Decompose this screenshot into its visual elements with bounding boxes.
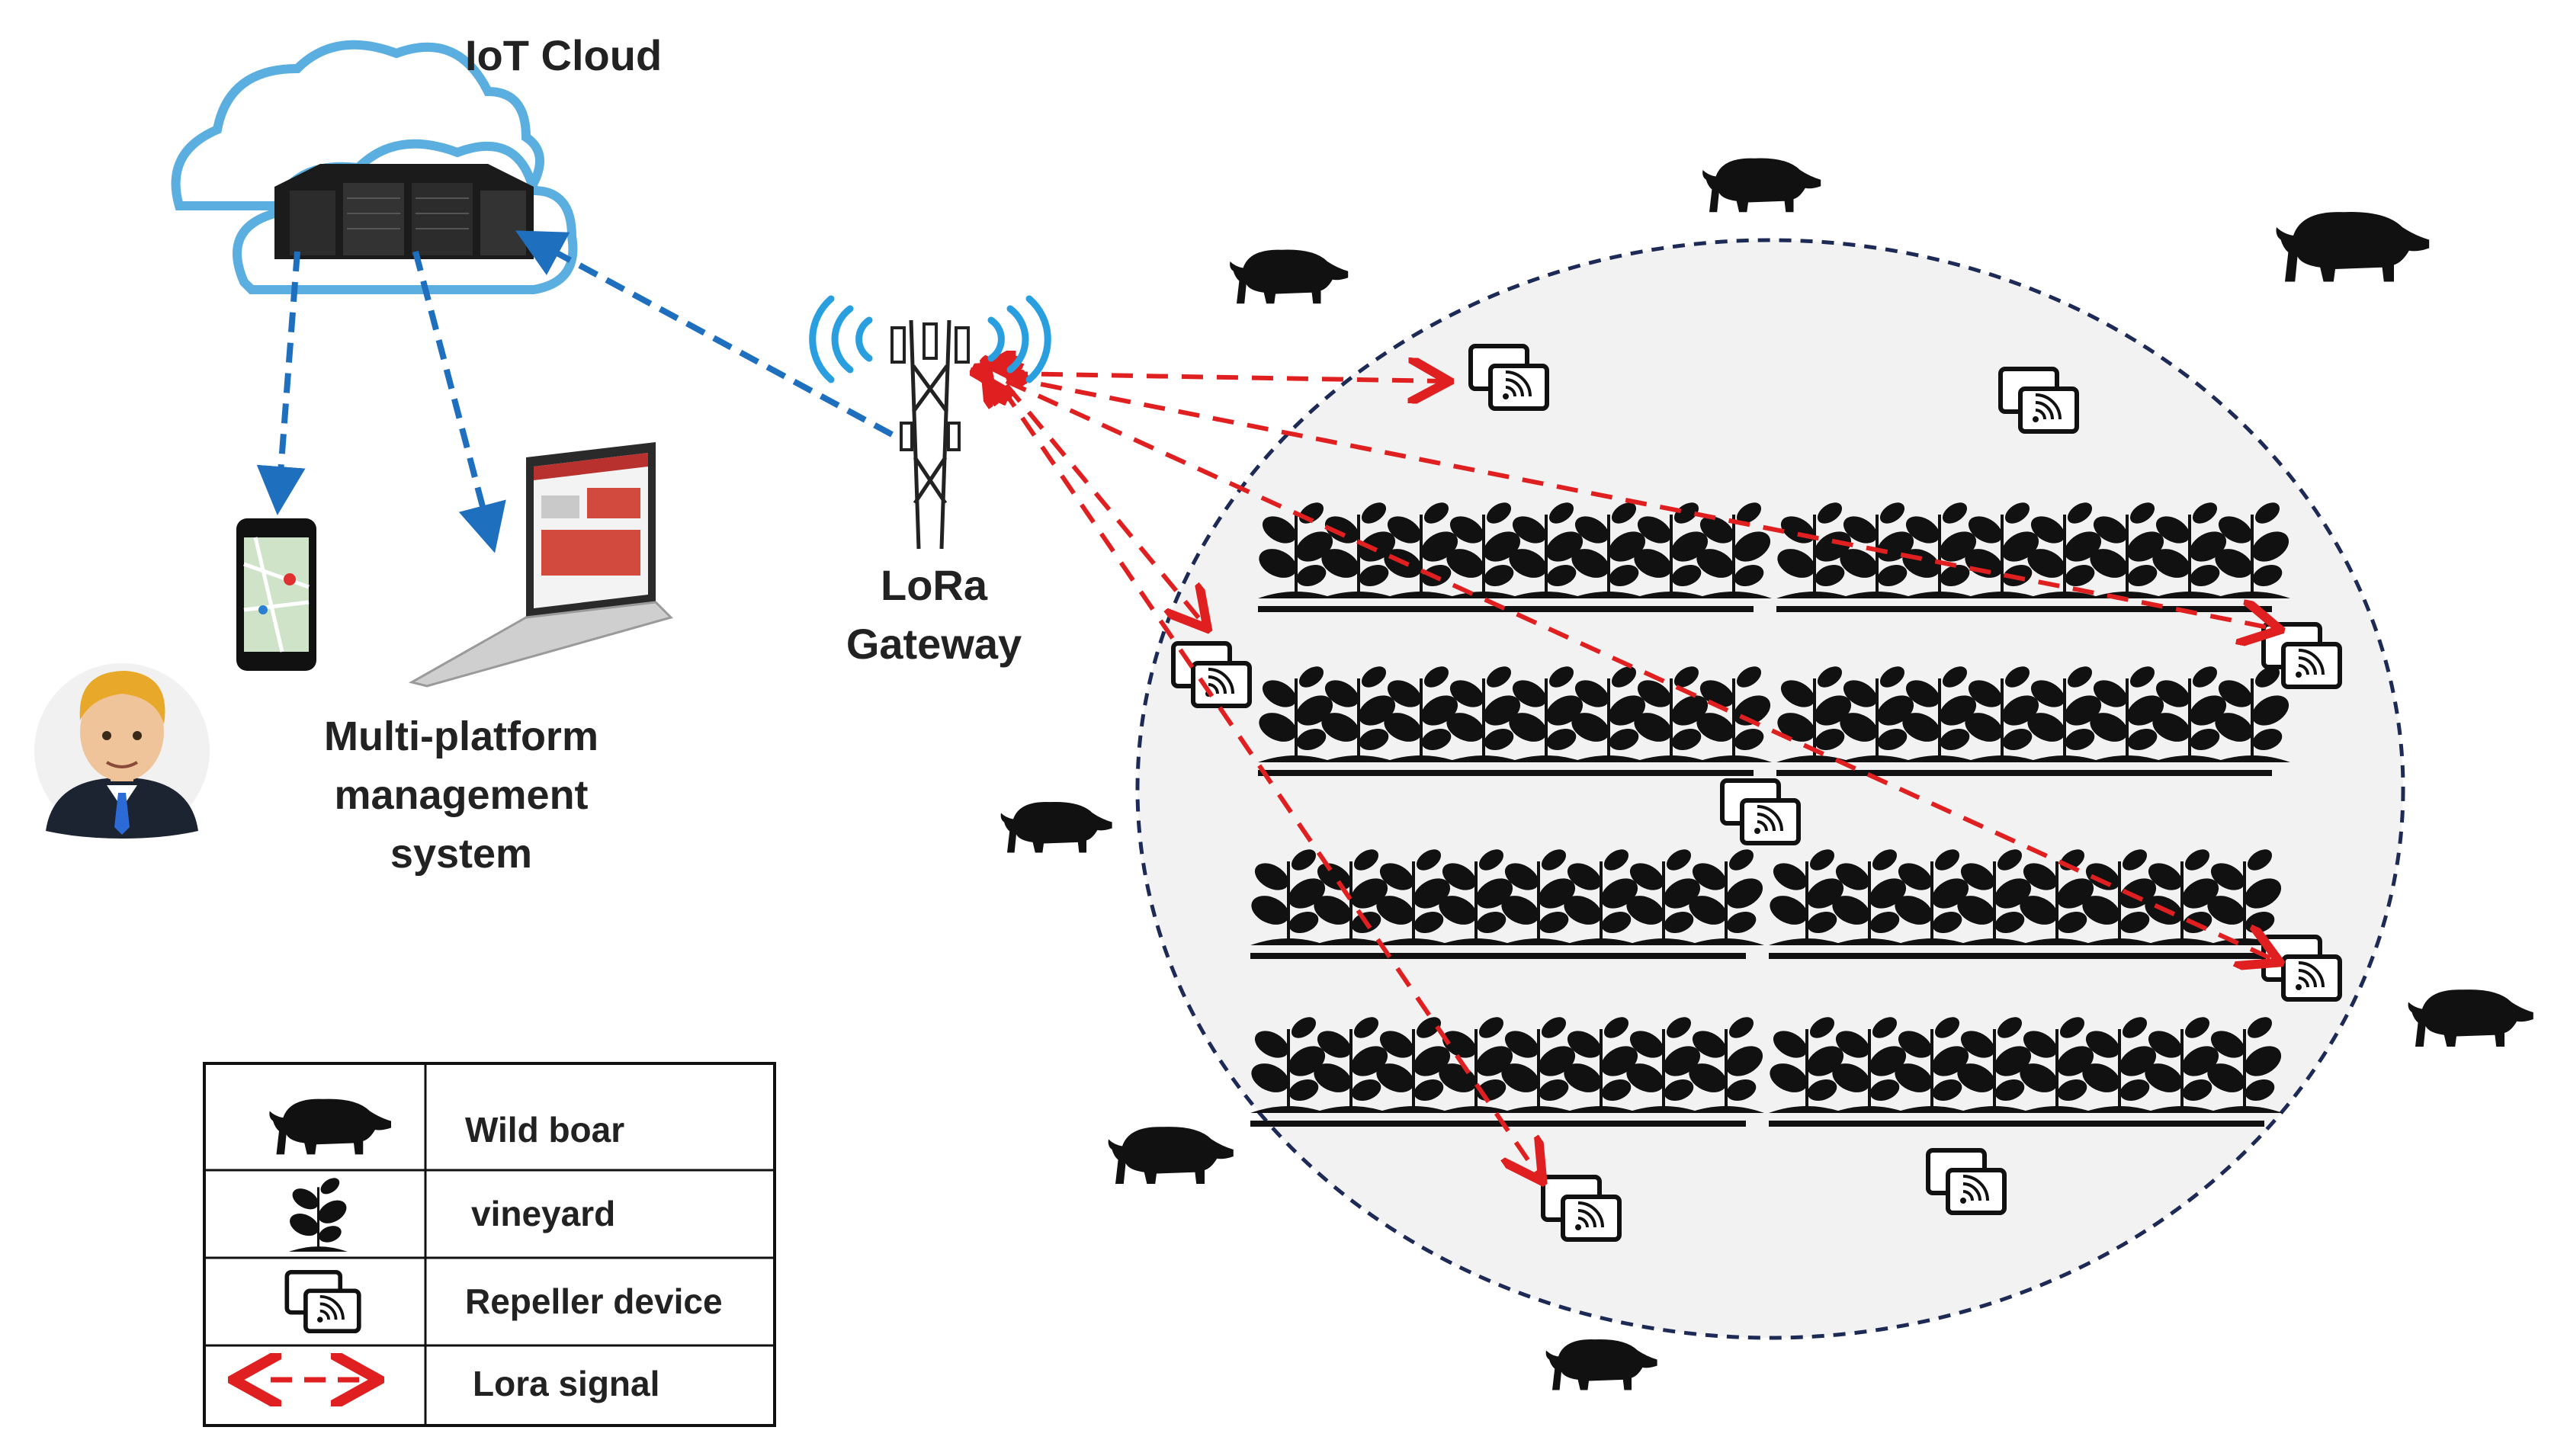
signal-waves-icon (809, 295, 1051, 383)
wild-boar-icon (1702, 158, 1821, 213)
smartphone-icon (236, 518, 316, 671)
platform-label-line2: management (334, 772, 589, 818)
wild-boar-icon (2276, 212, 2430, 282)
wild-boar-icon (1230, 249, 1349, 304)
wild-boar-icon (1000, 801, 1112, 853)
cloud-links (256, 230, 894, 553)
plant-row-4b (1765, 1013, 2286, 1127)
laptop-icon (408, 442, 673, 688)
legend-table (203, 1062, 776, 1427)
gateway-label-line2: Gateway (846, 620, 1022, 668)
server-rack-icon (274, 164, 534, 259)
wild-boar-icon (2408, 989, 2533, 1047)
user-avatar-icon (34, 663, 210, 839)
wild-boar-icon (1545, 1339, 1657, 1390)
legend-repeller-label: Repeller device (465, 1281, 723, 1321)
iot-cloud-label: IoT Cloud (465, 31, 663, 79)
platform-label-line1: Multi-platform (324, 714, 598, 759)
gateway-label-line1: LoRa (881, 561, 987, 609)
legend-lora-signal-label: Lora signal (473, 1364, 660, 1403)
lora-tower-icon (809, 295, 1051, 550)
lora-signals (1003, 374, 2276, 1178)
legend-vineyard-label: vineyard (471, 1194, 616, 1233)
legend-wild-boar-label: Wild boar (465, 1110, 625, 1150)
wild-boar-icon (1108, 1127, 1234, 1184)
platform-label-line3: system (390, 831, 533, 877)
